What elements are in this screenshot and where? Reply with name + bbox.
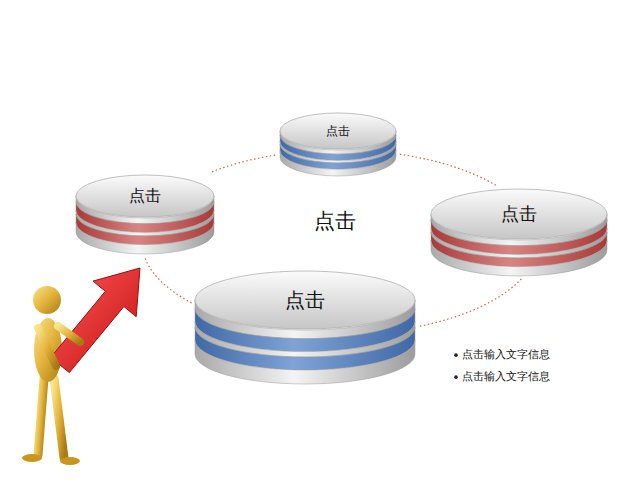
figure-foot	[60, 457, 80, 465]
dotted-ring-connector	[400, 154, 497, 186]
gold-figure	[22, 268, 140, 465]
disc-face: 点击	[279, 112, 397, 150]
disc-label: 点击	[501, 203, 537, 225]
center-label: 点击	[314, 209, 356, 234]
stacked-disc: 点击	[430, 188, 608, 276]
stacked-disc: 点击	[279, 112, 397, 176]
figure-arm	[58, 326, 80, 342]
disc-band	[76, 223, 214, 254]
figure-head	[33, 286, 61, 314]
disc-top	[280, 113, 396, 149]
figure-foot	[22, 454, 42, 462]
disc-top	[431, 189, 607, 239]
bullet-dot	[454, 375, 458, 379]
bullet-text: 点击输入文字信息	[462, 370, 550, 383]
disc-top	[76, 175, 214, 217]
red-arrow	[51, 268, 140, 373]
bullet-text: 点击输入文字信息	[462, 348, 550, 361]
disc-shape	[279, 112, 397, 178]
stacked-disc: 点击	[194, 270, 416, 384]
figure-arm	[38, 328, 56, 366]
disc-shape	[194, 270, 416, 386]
stacked-disc: 点击	[75, 174, 215, 254]
figure-leg	[38, 378, 44, 455]
disc-shape	[430, 188, 608, 278]
disc-band	[431, 241, 607, 276]
dotted-ring-connector	[212, 155, 277, 172]
disc-top	[195, 271, 415, 329]
disc-face: 点击	[430, 188, 608, 240]
disc-shape	[75, 174, 215, 256]
dotted-ring-connector	[418, 279, 521, 327]
figure-leg	[54, 378, 64, 458]
disc-band	[195, 340, 415, 384]
bullet-dot	[454, 353, 458, 357]
disc-face: 点击	[194, 270, 416, 330]
dotted-ring-connector	[145, 257, 192, 303]
disc-label: 点击	[129, 186, 161, 205]
disc-label: 点击	[326, 124, 350, 138]
disc-face: 点击	[75, 174, 215, 218]
disc-label: 点击	[285, 288, 325, 312]
disc-band	[280, 150, 396, 176]
